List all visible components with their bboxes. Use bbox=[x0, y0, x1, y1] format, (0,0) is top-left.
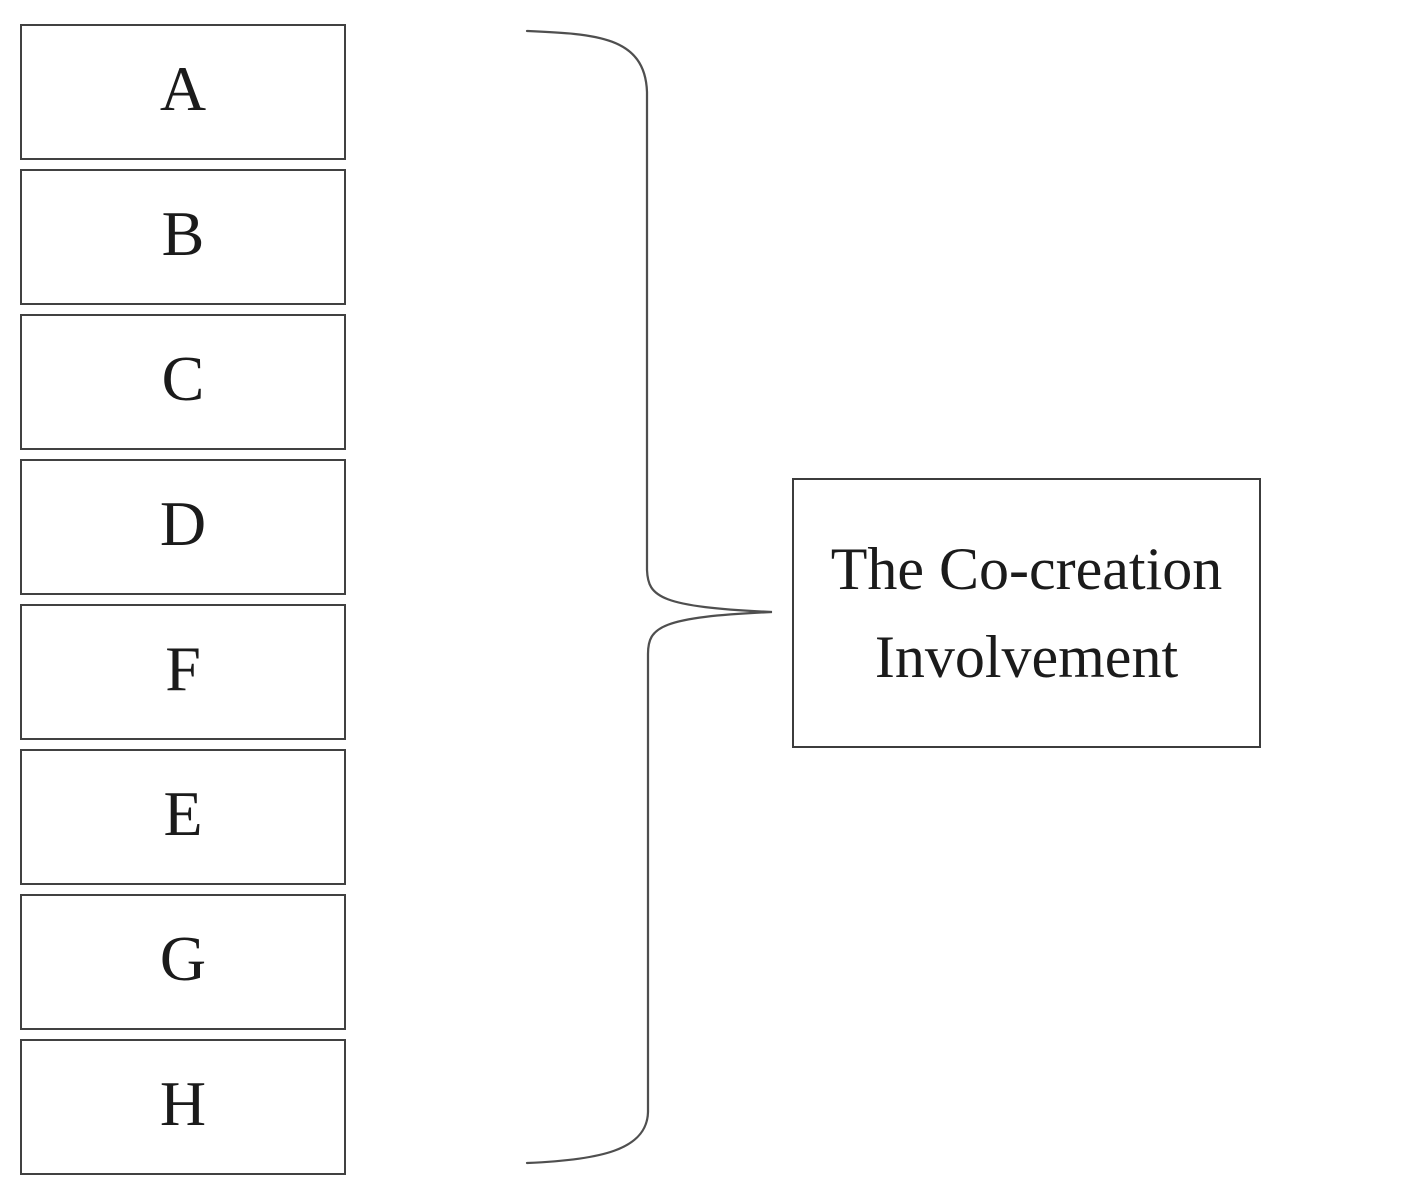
antecedent-box-column: A B C D F E G H bbox=[20, 24, 346, 1175]
co-creation-involvement-label-line1: The Co-creation bbox=[830, 535, 1223, 602]
box-g-label: G bbox=[159, 923, 207, 994]
box-a: A bbox=[20, 24, 346, 160]
co-creation-involvement-label-line2: Involvement bbox=[874, 624, 1179, 690]
box-c-label: C bbox=[161, 343, 205, 414]
box-f-label: F bbox=[165, 633, 201, 704]
box-b-label: B bbox=[161, 198, 205, 269]
box-c: C bbox=[20, 314, 346, 450]
box-e-label: E bbox=[163, 778, 203, 849]
box-b: B bbox=[20, 169, 346, 305]
box-f: F bbox=[20, 604, 346, 740]
box-d: D bbox=[20, 459, 346, 595]
box-d-label: D bbox=[159, 488, 207, 559]
box-a-label: A bbox=[159, 53, 207, 124]
box-h-label: H bbox=[159, 1068, 207, 1139]
co-creation-involvement-box: The Co-creation Involvement bbox=[792, 478, 1261, 748]
box-e: E bbox=[20, 749, 346, 885]
box-h: H bbox=[20, 1039, 346, 1175]
box-g: G bbox=[20, 894, 346, 1030]
